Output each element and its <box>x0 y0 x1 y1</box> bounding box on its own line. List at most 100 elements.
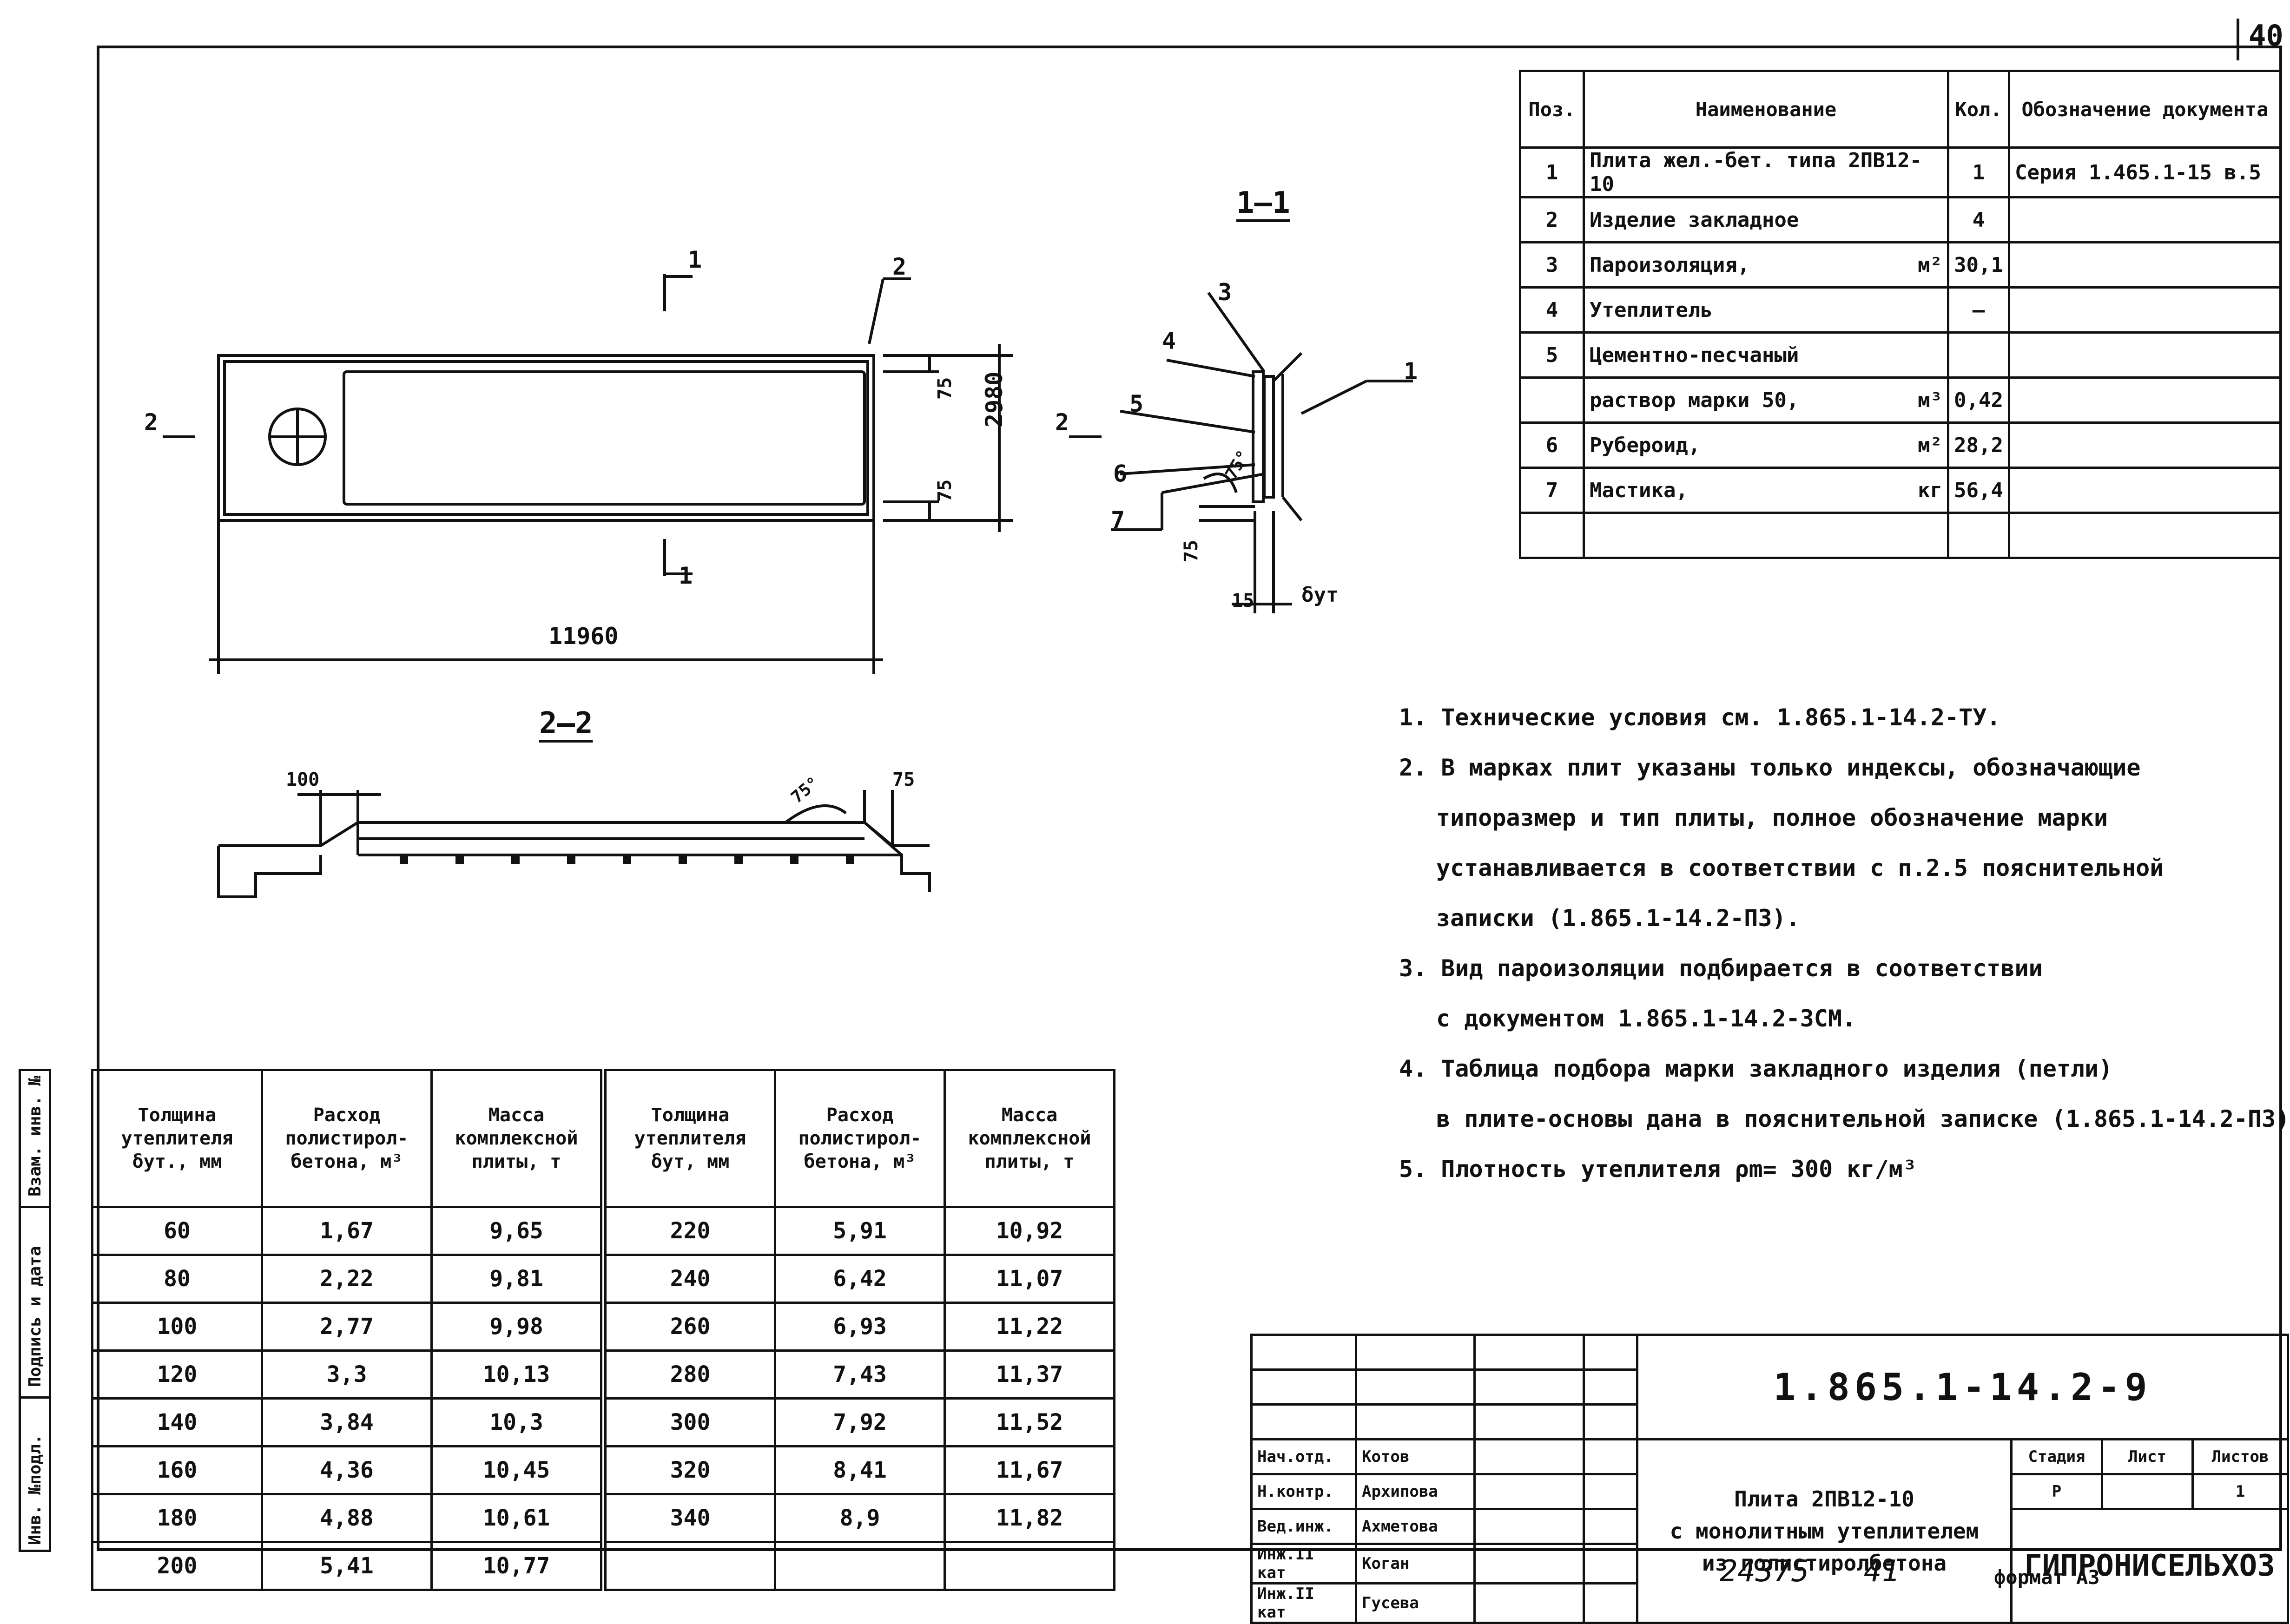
spec-name-cell: раствор марки 50, м³ <box>1583 376 1949 424</box>
thick-cell: 160 <box>91 1445 263 1495</box>
spec-pos: 4 <box>1519 286 1585 334</box>
spec-doc <box>2008 331 2282 379</box>
thick-cell: 2,77 <box>261 1302 433 1352</box>
spec-qty: 4 <box>1947 196 2010 243</box>
tb-empty <box>1355 1334 1476 1371</box>
spec-pos: 2 <box>1519 196 1585 243</box>
thick-cell: 180 <box>91 1493 263 1543</box>
tb-person: Котов <box>1355 1438 1476 1475</box>
spec-qty: 56,4 <box>1947 467 2010 514</box>
specification-table: Поз. Наименование Кол. Обозначение докум… <box>1519 70 2282 559</box>
mark-7: 7 <box>1111 506 1125 533</box>
mark-1-top: 1 <box>688 246 702 273</box>
thick-cell: 120 <box>91 1349 263 1400</box>
stamp-signature-date: Подпись и дата <box>26 1246 45 1387</box>
spec-name-cell: Пароизоляция,м² <box>1583 241 1949 289</box>
thick-cell: 1,67 <box>261 1206 433 1256</box>
note-line: 3. Вид пароизоляции подбирается в соотве… <box>1399 955 2043 982</box>
mark-1-bottom: 1 <box>679 562 693 589</box>
thick-cell: 220 <box>600 1206 776 1256</box>
tb-empty <box>1473 1368 1585 1406</box>
note-line: устанавливается в соответствии с п.2.5 п… <box>1436 855 2164 881</box>
thick-cell: 300 <box>600 1397 776 1447</box>
mark-3: 3 <box>1218 279 1232 306</box>
format-label: формат А3 <box>1994 1566 2100 1589</box>
tb-signature <box>1473 1582 1585 1624</box>
spec-name: Мастика, <box>1590 478 1688 502</box>
thick-cell: 11,82 <box>944 1493 1115 1543</box>
tb-sheets: 1 <box>2191 1473 2289 1510</box>
tb-title-cell: Плита 2ПВ12-10 с монолитным утеплителем … <box>1636 1438 2013 1624</box>
note-line: типоразмер и тип плиты, полное обозначен… <box>1436 804 2108 831</box>
spec-header-name: Наименование <box>1583 70 1949 149</box>
tb-signature <box>1473 1543 1585 1585</box>
tb-empty <box>1583 1582 1638 1624</box>
stamp-replacement-inv: Взам. инв. № <box>26 1075 45 1197</box>
thick-cell: 8,9 <box>774 1493 946 1543</box>
tb-person: Архипова <box>1355 1473 1476 1510</box>
thick-cell: 4,88 <box>261 1493 433 1543</box>
tb-person: Коган <box>1355 1543 1476 1585</box>
insulation-thickness-table: Толщина утеплителя δут., мм Расход полис… <box>91 1069 1115 1591</box>
page-number-rule <box>2237 19 2239 60</box>
thick-cell <box>774 1541 946 1591</box>
spec-name: Изделие закладное <box>1590 208 1799 232</box>
spec-name: Плита жел.-бет. типа 2ПВ12-10 <box>1590 149 1922 196</box>
thick-cell: 9,81 <box>430 1254 605 1304</box>
thick-cell: 6,93 <box>774 1302 946 1352</box>
spec-pos: 7 <box>1519 467 1585 514</box>
tb-empty <box>1473 1403 1585 1440</box>
section-22-drawing <box>217 790 931 898</box>
stamp-divider <box>21 1206 49 1208</box>
spec-name-cell: Мастика,кг <box>1583 467 1949 514</box>
tb-signature <box>1473 1438 1585 1475</box>
thick-cell: 10,61 <box>430 1493 605 1543</box>
thick-cell: 7,92 <box>774 1397 946 1447</box>
mark-4: 4 <box>1162 328 1176 355</box>
tb-stage-header: Стадия <box>2010 1438 2103 1475</box>
tb-title-line: Плита 2ПВ12-10 <box>1734 1486 1914 1512</box>
spec-doc <box>2008 241 2282 289</box>
tb-person: Гусева <box>1355 1582 1476 1624</box>
spec-pos: 3 <box>1519 241 1585 289</box>
section-11-drawing <box>1111 292 1413 613</box>
drawing-frame <box>97 46 2282 1551</box>
dim-delta: δут <box>1301 583 1339 607</box>
spec-name: раствор марки 50, <box>1590 388 1799 412</box>
spec-qty <box>1947 512 2010 559</box>
tb-stage: Р <box>2010 1473 2103 1510</box>
thick-cell: 10,45 <box>430 1445 605 1495</box>
tb-sheet <box>2101 1473 2194 1510</box>
thick-cell: 280 <box>600 1349 776 1400</box>
tb-empty <box>1583 1438 1638 1475</box>
title-block: 1.865.1-14.2-9 Нач.отд. Котов Плита 2ПВ1… <box>1250 1334 2289 1624</box>
spec-qty: — <box>1947 286 2010 334</box>
thick-cell: 5,41 <box>261 1541 433 1591</box>
notes-block: 1. Технические условия см. 1.865.1-14.2-… <box>1399 692 2290 1194</box>
tb-empty <box>1250 1334 1357 1371</box>
note-line: в плите-основы дана в пояснительной запи… <box>1436 1105 2290 1132</box>
dim-100: 100 <box>286 769 320 790</box>
tb-title-line: из полистиролбетона <box>1702 1550 1947 1576</box>
spec-pos: 6 <box>1519 421 1585 469</box>
spec-name: Пароизоляция, <box>1590 253 1750 277</box>
stamp-divider <box>21 1396 49 1399</box>
spec-doc <box>2008 512 2282 559</box>
tb-role: Вед.инж. <box>1250 1508 1357 1545</box>
tb-organization: ГИПРОНИСЕЛЬХОЗ <box>2010 1508 2289 1624</box>
spec-unit: м³ <box>1918 388 1942 412</box>
tb-role: Инж.II кат <box>1250 1543 1357 1585</box>
tb-empty <box>1473 1334 1585 1371</box>
dim-75-section22: 75 <box>892 769 915 790</box>
spec-pos: 1 <box>1519 146 1585 198</box>
thick-cell: 11,37 <box>944 1349 1115 1400</box>
tb-empty <box>1583 1368 1638 1406</box>
mark-6: 6 <box>1113 460 1128 487</box>
spec-doc <box>2008 376 2282 424</box>
